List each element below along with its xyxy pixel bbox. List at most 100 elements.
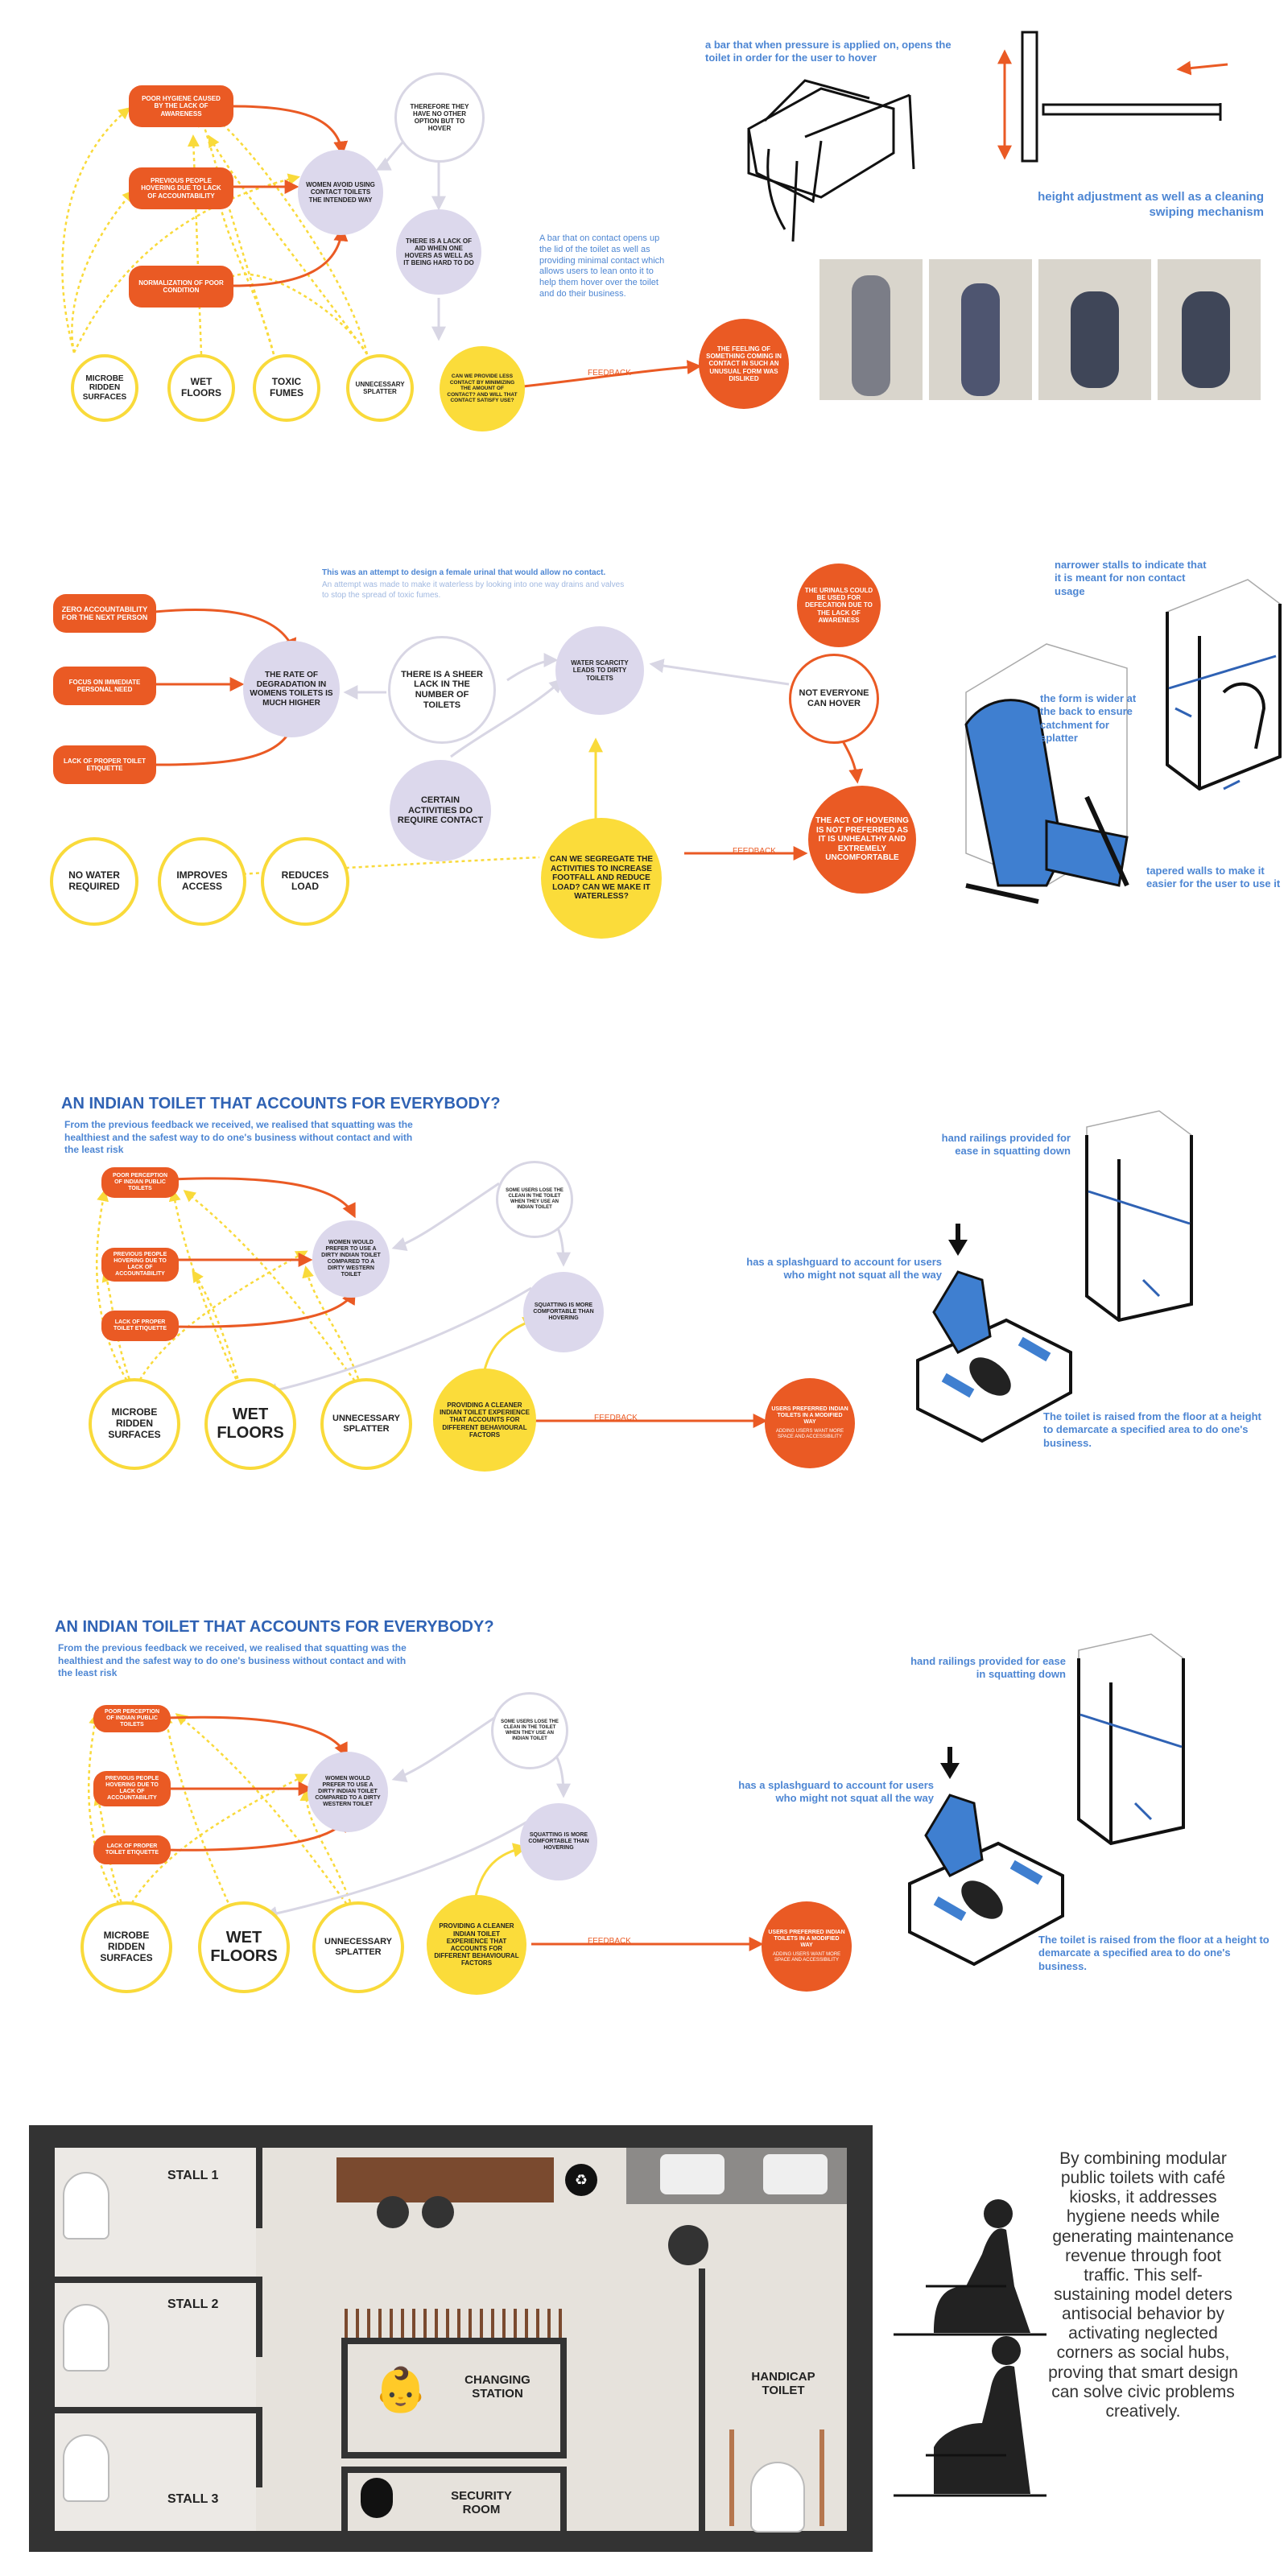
cause-pill: LACK OF PROPER TOILET ETIQUETTE [93,1835,171,1864]
feedback-label: FEEDBACK [588,1937,631,1946]
cause-pill: LACK OF PROPER TOILET ETIQUETTE [53,745,156,784]
urinal-sketch [964,579,1282,904]
sink-icon [660,2154,724,2194]
therefore-circle: THEREFORE THEY HAVE NO OTHER OPTION BUT … [394,72,485,163]
section-floor-plan: STALL 1 STALL 2 STALL 3 ♻ 👶 CHANGING STA… [0,2125,1288,2560]
note-narrow: narrower stalls to indicate that it is m… [1055,559,1207,597]
squat-toilet-sketch [916,1110,1193,1443]
providing-circle: PROVIDING A CLEANER INDIAN TOILET EXPERI… [433,1368,536,1472]
grab-bar [729,2429,734,2526]
benefit-circle: REDUCES LOAD [261,837,349,926]
users-preferred-circle: USERS PREFERRED INDIAN TOILETS IN A MODI… [762,1901,852,1992]
intro-line-1: This was an attempt to design a female u… [322,568,606,577]
cause-circle: MICROBE RIDDEN SURFACES [89,1378,180,1470]
toilet-icon [63,2304,109,2372]
bar-toilet-sketch [747,79,915,242]
floor-area: STALL 1 STALL 2 STALL 3 ♻ 👶 CHANGING STA… [55,2148,847,2533]
lack-of-aid-circle: THERE IS A LACK OF AID WHEN ONE HOVERS A… [396,209,481,295]
person-icon [668,2225,708,2265]
squat-figure [894,2199,1046,2336]
prototype-photo [1158,259,1261,400]
note-splash: has a splashguard to account for users w… [738,1779,934,1805]
cause-pill: POOR HYGIENE CAUSED BY THE LACK OF AWARE… [129,85,233,127]
security-icon [361,2478,393,2518]
cause-pill: PREVIOUS PEOPLE HOVERING DUE TO LACK OF … [101,1248,179,1282]
security-room-label: SECURITY ROOM [451,2489,512,2516]
handicap-toilet-label: HANDICAP TOILET [751,2370,815,2397]
some-users-circle: SOME USERS LOSE THE CLEAN IN THE TOILET … [491,1692,568,1769]
section-indian-toilet-2: AN INDIAN TOILET THAT ACCOUNTS FOR EVERY… [0,1618,1288,2037]
benefit-circle: IMPROVES ACCESS [158,837,246,926]
section-indian-toilet-1: AN INDIAN TOILET THAT ACCOUNTS FOR EVERY… [0,1095,1288,1513]
cause-circle: UNNECESSARY SPLATTER [312,1901,404,1993]
sheer-lack-circle: THERE IS A SHEER LACK IN THE NUMBER OF T… [388,636,496,744]
toilet-icon [63,2434,109,2502]
caption-height: height adjustment as well as a cleaning … [1038,190,1264,219]
section-urinal: This was an attempt to design a female u… [0,547,1288,998]
prototype-photo [929,259,1032,400]
cause-pill: ZERO ACCOUNTABILITY FOR THE NEXT PERSON [53,594,156,633]
section-subtitle: From the previous feedback we received, … [64,1119,413,1156]
note-raised: The toilet is raised from the floor at a… [1043,1410,1261,1449]
women-prefer-circle: WOMEN WOULD PREFER TO USE A DIRTY INDIAN… [312,1220,390,1298]
cause-circle: MICROBE RIDDEN SURFACES [80,1901,172,1993]
height-adjust-sketch [997,31,1228,163]
section2-connectors [154,609,864,879]
section4-connectors [88,1712,764,1951]
squatting-circle: SQUATTING IS MORE COMFORTABLE THAN HOVER… [523,1272,604,1352]
sink-icon [763,2154,828,2194]
concept-paragraph: By combining modular public toilets with… [1048,2149,1238,2421]
sit-figure [894,2336,1046,2497]
users-preferred-sub: ADDING USERS WANT MORE SPACE AND ACCESSI… [772,1952,841,1963]
handicap-toilet-icon [750,2462,805,2533]
squat-figures [894,2199,1046,2497]
changing-station-room [341,2338,567,2458]
section-contact-bar: FEEDBACK POOR HYGIENE CAUSED BY THE LACK… [0,0,1288,451]
stall-label: STALL 1 [167,2169,219,2182]
not-everyone-circle: NOT EVERYONE CAN HOVER [789,654,879,744]
feeling-circle: THE FEELING OF SOMETHING COMING IN CONTA… [699,319,789,409]
prototype-photo [1038,259,1151,400]
urinals-circle: THE URINALS COULD BE USED FOR DEFECATION… [797,564,881,647]
baby-icon: 👶 [374,2366,428,2414]
squatting-circle: SQUATTING IS MORE COMFORTABLE THAN HOVER… [520,1803,597,1880]
can-we-circle: CAN WE PROVIDE LESS CONTACT BY MINIMIZIN… [440,346,525,431]
section-subtitle: From the previous feedback we received, … [58,1642,407,1679]
changing-station-label: CHANGING STATION [464,2373,530,2401]
providing-circle: PROVIDING A CLEANER INDIAN TOILET EXPERI… [427,1895,526,1995]
cause-pill: FOCUS ON IMMEDIATE PERSONAL NEED [53,667,156,705]
users-preferred-circle: USERS PREFERRED INDIAN TOILETS IN A MODI… [765,1378,855,1468]
note-tapered: tapered walls to make it easier for the … [1146,865,1281,890]
cause-circle: UNNECESSARY SPLATTER [346,354,414,422]
cause-circle: MICROBE RIDDEN SURFACES [71,354,138,422]
cause-pill: LACK OF PROPER TOILET ETIQUETTE [101,1311,179,1341]
note-rails: hand railings provided for ease in squat… [941,1132,1071,1158]
cause-pill: PREVIOUS PEOPLE HOVERING DUE TO LACK OF … [129,167,233,209]
cause-circle: TOXIC FUMES [253,354,320,422]
note-rails: hand railings provided for ease in squat… [910,1655,1066,1681]
some-users-circle: SOME USERS LOSE THE CLEAN IN THE TOILET … [496,1161,573,1238]
women-prefer-circle: WOMEN WOULD PREFER TO USE A DIRTY INDIAN… [308,1752,388,1832]
users-preferred-text: USERS PREFERRED INDIAN TOILETS IN A MODI… [771,1406,848,1426]
toilet-icon [63,2172,109,2240]
water-scarcity-circle: WATER SCARCITY LEADS TO DIRTY TOILETS [555,626,644,715]
handicap-divider [699,2268,705,2531]
squat-toilet-sketch [908,1633,1185,1967]
benefit-circle: NO WATER REQUIRED [50,837,138,926]
users-preferred-text: USERS PREFERRED INDIAN TOILETS IN A MODI… [768,1930,845,1949]
cause-circle: UNNECESSARY SPLATTER [320,1378,412,1470]
certain-activities-circle: CERTAIN ACTIVITIES DO REQUIRE CONTACT [390,760,491,861]
bar-note: A bar that on contact opens up the lid o… [539,233,665,299]
prototype-photo [819,259,923,400]
cause-pill: POOR PERCEPTION OF INDIAN PUBLIC TOILETS [101,1167,179,1198]
note-raised: The toilet is raised from the floor at a… [1038,1934,1269,1972]
stool-icon [422,2196,454,2228]
degradation-circle: THE RATE OF DEGRADATION IN WOMENS TOILET… [243,641,340,737]
cause-circle: WET FLOORS [198,1901,290,1993]
act-of-hovering-circle: THE ACT OF HOVERING IS NOT PREFERRED AS … [808,786,916,894]
changing-station-rack [345,2309,562,2338]
women-avoid-circle: WOMEN AVOID USING CONTACT TOILETS THE IN… [298,150,383,235]
intro-line-2: An attempt was made to make it waterless… [322,580,625,600]
stall-label: STALL 3 [167,2492,219,2506]
bin-icon: ♻ [565,2164,597,2196]
